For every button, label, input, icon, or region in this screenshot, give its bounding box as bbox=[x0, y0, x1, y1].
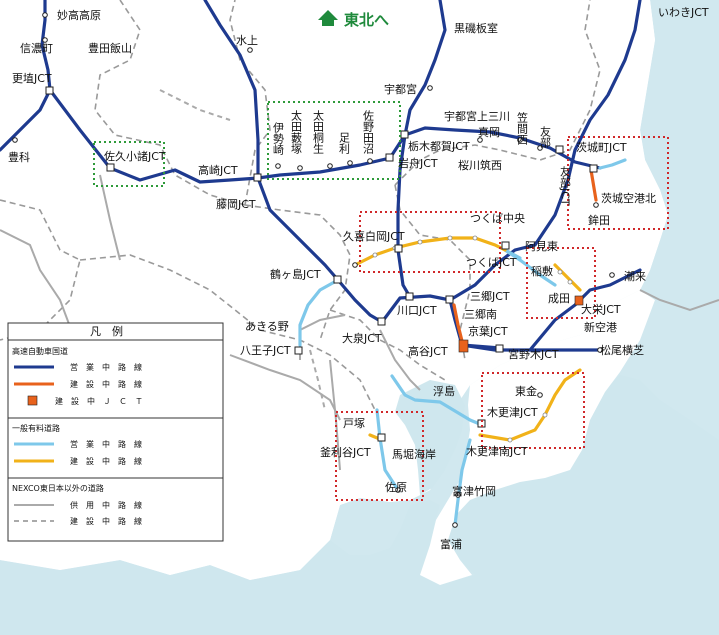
place-labels: 妙高高原 信濃町 豊田飯山 更埴JCT 豊科 佐久小諸JCT 水上 高崎JCT … bbox=[8, 6, 709, 551]
label-daiei: 大栄JCT bbox=[581, 302, 621, 316]
label-totsuka: 戸塚 bbox=[343, 417, 365, 430]
label-fujioka: 藤岡JCT bbox=[216, 198, 256, 211]
label-ota-yabuzuka: 太田藪塚 bbox=[290, 110, 303, 154]
label-itako: 潮来 bbox=[624, 269, 646, 283]
label-ibaraki-machi: 茨城町JCT bbox=[576, 140, 627, 154]
label-ota-kiryu: 太田桐生 bbox=[312, 110, 325, 154]
label-isesaki: 伊勢崎 bbox=[272, 122, 285, 155]
label-kuki-shiraoka: 久喜白岡JCT bbox=[343, 229, 405, 243]
label-sawara: 佐原 bbox=[385, 480, 407, 494]
legend-toll-open: 営 業 中 路 線 bbox=[70, 439, 142, 449]
direction-badge: 東北へ bbox=[314, 6, 389, 32]
label-saku-komoro: 佐久小諸JCT bbox=[104, 149, 166, 163]
expressways-open bbox=[0, 0, 642, 352]
label-mooka: 真岡 bbox=[478, 125, 500, 139]
label-shinkuko: 新空港 bbox=[584, 320, 617, 334]
highlight-boxes-green bbox=[93, 101, 401, 187]
other-roads-planned bbox=[159, 89, 326, 411]
construction-jct bbox=[458, 295, 584, 353]
label-akiruno: あきる野 bbox=[245, 320, 289, 333]
label-minakami: 水上 bbox=[236, 34, 258, 47]
direction-badge-label: 東北へ bbox=[344, 11, 389, 29]
legend: 凡 例 高速自動車国道 営 業 中 路 線 建 設 中 路 線 建 設 中 Ｊ … bbox=[7, 322, 224, 542]
legend-section-toll: 一般有料道路 bbox=[12, 423, 60, 433]
label-tsukuba-chuo: つくば中央 bbox=[470, 212, 525, 225]
label-tomobe: 友部 bbox=[539, 125, 552, 148]
label-kamariya: 釜利谷JCT bbox=[320, 445, 371, 459]
label-iwaki: いわきJCT bbox=[658, 6, 709, 19]
legend-other-open: 供 用 中 路 線 bbox=[70, 500, 142, 510]
label-toyota-iiyama: 豊田飯山 bbox=[88, 41, 132, 55]
legend-jct-marker bbox=[27, 395, 38, 406]
label-matsuo-yokoshiba: 松尾横芝 bbox=[600, 343, 644, 357]
label-tochigi-tsuga: 栃木都賀JCT bbox=[408, 139, 470, 153]
label-amimachi: 阿見東 bbox=[525, 240, 558, 253]
label-kawaguchi: 川口JCT bbox=[397, 304, 437, 317]
label-hokota: 鉾田 bbox=[588, 213, 610, 227]
legend-jct-construction: 建 設 中 Ｊ Ｃ Ｔ bbox=[55, 396, 143, 406]
label-futtsu-takeoka: 富津竹岡 bbox=[452, 484, 496, 498]
highlight-boxes-red bbox=[335, 136, 669, 501]
legend-title: 凡 例 bbox=[90, 324, 123, 338]
jct-markers bbox=[45, 86, 598, 442]
toll-roads-open bbox=[298, 158, 627, 527]
label-kisarazu: 木更津JCT bbox=[487, 406, 538, 419]
label-koshoku: 更埴JCT bbox=[12, 71, 52, 85]
label-mabori: 馬堀海岸 bbox=[392, 447, 436, 461]
label-utsunomiya: 宇都宮 bbox=[384, 82, 417, 96]
label-takaya: 高谷JCT bbox=[408, 344, 448, 358]
label-miyanoki: 宮野木JCT bbox=[508, 347, 559, 361]
label-takasaki: 高崎JCT bbox=[198, 163, 238, 177]
label-kisarazu-minami: 木更津南JCT bbox=[466, 445, 528, 458]
label-oizumi: 大泉JCT bbox=[342, 331, 382, 345]
label-ukishima: 浮島 bbox=[433, 384, 455, 398]
label-ibaraki-airport: 茨城空港北 bbox=[601, 191, 656, 205]
legend-section-expressway: 高速自動車国道 bbox=[12, 346, 68, 356]
label-toyoshina: 豊科 bbox=[8, 150, 30, 164]
label-narita: 成田 bbox=[548, 292, 570, 305]
label-iwafune: 岩舟JCT bbox=[398, 156, 438, 170]
legend-expressway-construction: 建 設 中 路 線 bbox=[70, 379, 142, 389]
label-keiyo: 京葉JCT bbox=[468, 324, 508, 338]
label-tsukuba-jct: つくばJCT bbox=[466, 256, 517, 269]
label-ashikaga: 足利 bbox=[338, 132, 351, 154]
label-utsunomiya-kamimikawa: 宇都宮上三川 bbox=[444, 109, 510, 123]
legend-section-other: NEXCO東日本以外の道路 bbox=[12, 483, 104, 493]
label-kasama: 笠間西 bbox=[516, 111, 529, 145]
label-sano-tanuma: 佐野田沼 bbox=[362, 109, 375, 155]
label-kurobane-itamuro: 黒磯板室 bbox=[454, 21, 498, 35]
label-misato: 三郷JCT bbox=[470, 289, 510, 303]
label-hachioji: 八王子JCT bbox=[240, 344, 291, 357]
label-misato-minami: 三郷南 bbox=[464, 307, 497, 321]
legend-toll-construction: 建 設 中 路 線 bbox=[70, 456, 142, 466]
expressways-construction bbox=[452, 168, 598, 347]
interchange-dots bbox=[12, 12, 615, 528]
label-inashiki: 稲敷 bbox=[531, 264, 553, 278]
label-futtsu: 富浦 bbox=[440, 537, 462, 551]
prefecture-borders bbox=[0, 0, 601, 411]
legend-expressway-open: 営 業 中 路 線 bbox=[70, 362, 142, 372]
home-arrow-icon bbox=[318, 10, 338, 26]
label-tsurugashima: 鶴ヶ島JCT bbox=[270, 267, 321, 281]
label-sakuragawa-chikusei: 桜川筑西 bbox=[458, 158, 502, 172]
label-shinanomachi: 信濃町 bbox=[20, 41, 53, 55]
label-togane: 東金 bbox=[515, 384, 537, 398]
label-myoko: 妙高高原 bbox=[57, 8, 101, 22]
label-tomobe-jct: 友部JCT bbox=[559, 165, 572, 206]
other-roads bbox=[0, 174, 719, 471]
legend-other-construction: 建 設 中 路 線 bbox=[70, 516, 142, 526]
